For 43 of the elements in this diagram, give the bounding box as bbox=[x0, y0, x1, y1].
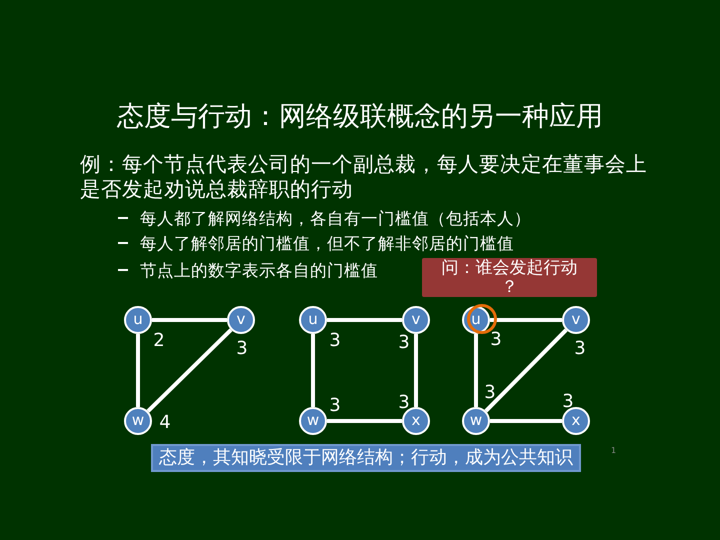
threshold-number: 3 bbox=[329, 332, 341, 350]
slide-title: 态度与行动：网络级联概念的另一种应用 bbox=[117, 100, 603, 134]
bullet-text: 节点上的数字表示各自的门槛值 bbox=[140, 259, 378, 282]
threshold-number: 3 bbox=[562, 393, 574, 411]
connector-line bbox=[484, 328, 568, 412]
threshold-number: 2 bbox=[153, 332, 165, 350]
connector-line bbox=[327, 318, 402, 322]
node-label: u bbox=[471, 312, 481, 326]
connector-line bbox=[311, 334, 315, 407]
connector-line bbox=[327, 419, 402, 423]
threshold-number: 3 bbox=[484, 384, 496, 402]
node-label: v bbox=[236, 312, 246, 326]
banner-text: 态度，其知晓受限于网络结构；行动，成为公共知识 bbox=[159, 447, 573, 469]
connector-line bbox=[136, 334, 140, 407]
node-label: v bbox=[412, 312, 420, 326]
bullet-text: 每人都了解网络结构，各自有一门槛值（包括本人） bbox=[140, 207, 531, 230]
connector-line bbox=[152, 318, 227, 322]
node-label: u bbox=[133, 312, 143, 326]
node-label: w bbox=[132, 412, 144, 428]
threshold-number: 3 bbox=[490, 331, 502, 349]
connector-line bbox=[146, 328, 232, 413]
threshold-number: 3 bbox=[398, 394, 410, 412]
summary-banner bbox=[151, 444, 581, 472]
threshold-number: 4 bbox=[159, 414, 171, 432]
threshold-number: 3 bbox=[398, 334, 410, 352]
body-paragraph: 例：每个节点代表公司的一个副总裁，每人要决定在董事会上是否发起劝说总裁辞职的行动 bbox=[80, 152, 648, 202]
threshold-number: 3 bbox=[329, 397, 341, 415]
connector-line bbox=[490, 419, 562, 423]
question-text: 问：谁会发起行动？ bbox=[440, 258, 578, 296]
connector-line bbox=[474, 334, 478, 407]
node-label: x bbox=[412, 412, 420, 428]
page-number: 1 bbox=[611, 446, 616, 456]
threshold-number: 3 bbox=[236, 340, 248, 358]
node-label: w bbox=[306, 412, 320, 428]
connector-line bbox=[414, 334, 418, 407]
connector-line bbox=[490, 318, 562, 322]
node-label: v bbox=[572, 312, 580, 326]
node-label: u bbox=[308, 312, 318, 326]
node-label: w bbox=[470, 412, 482, 428]
threshold-number: 3 bbox=[574, 340, 586, 358]
node-label: x bbox=[572, 412, 580, 428]
question-callout bbox=[422, 258, 597, 297]
bullet-text: 每人了解邻居的门槛值，但不了解非邻居的门槛值 bbox=[140, 232, 514, 255]
